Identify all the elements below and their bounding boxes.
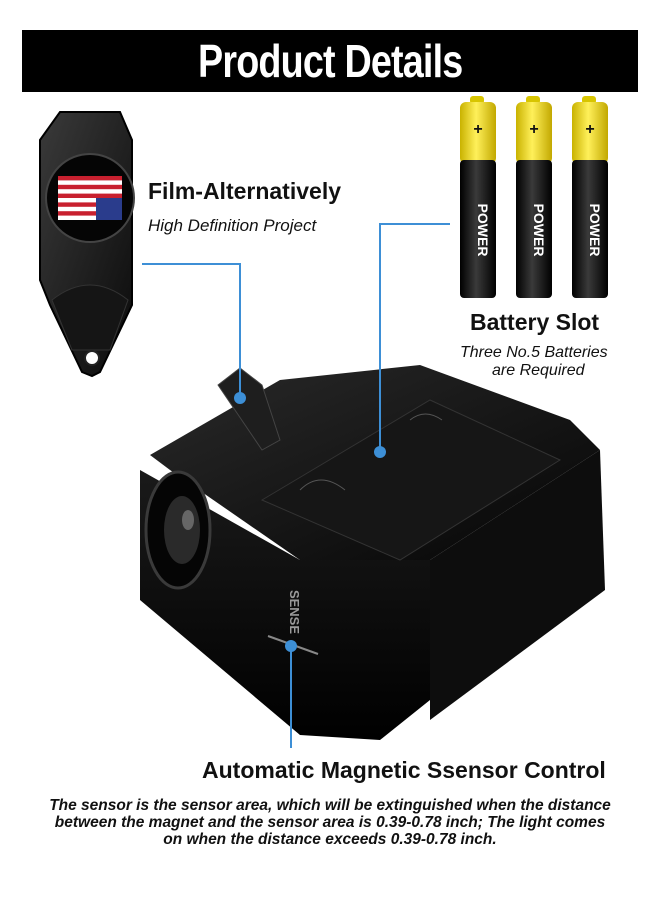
film-callout-dot (234, 392, 246, 404)
sensor-description: The sensor is the sensor area, which wil… (30, 797, 630, 848)
battery-label: POWER (475, 204, 491, 257)
callout-lines (142, 223, 450, 748)
projector-device-image: SENSE (140, 365, 605, 740)
battery-cell: + (516, 96, 552, 298)
device-brand-mark: SENSE (287, 590, 302, 634)
battery-label-subtitle-1: Three No.5 Batteries (460, 344, 608, 361)
banner: Product Details (22, 30, 638, 92)
battery-cell: + (572, 96, 608, 298)
battery-cell: + (460, 96, 496, 298)
film-callout-line (142, 263, 241, 396)
sensor-label-title: Automatic Magnetic Ssensor Control (202, 757, 606, 783)
page-title: Product Details (197, 35, 463, 87)
batteries-image: + + + POWER POWER POWER (460, 96, 608, 298)
description-line: on when the distance exceeds 0.39-0.78 i… (163, 831, 497, 848)
film-label-subtitle: High Definition Project (148, 216, 317, 235)
battery-label-title: Battery Slot (470, 309, 600, 335)
flag-icon (58, 176, 122, 220)
description-line: between the magnet and the sensor area i… (54, 814, 606, 831)
film-chip-image (39, 111, 135, 378)
description-line: The sensor is the sensor area, which wil… (49, 797, 611, 814)
sensor-callout-dot (285, 640, 297, 652)
battery-label: POWER (531, 204, 547, 257)
svg-text:+: + (585, 121, 594, 138)
battery-label: POWER (587, 204, 603, 257)
battery-callout-line (379, 223, 450, 452)
battery-callout-dot (374, 446, 386, 458)
svg-text:+: + (529, 121, 538, 138)
svg-text:+: + (473, 121, 482, 138)
battery-label-subtitle-2: are Required (492, 362, 585, 379)
film-label-title: Film-Alternatively (148, 178, 341, 204)
